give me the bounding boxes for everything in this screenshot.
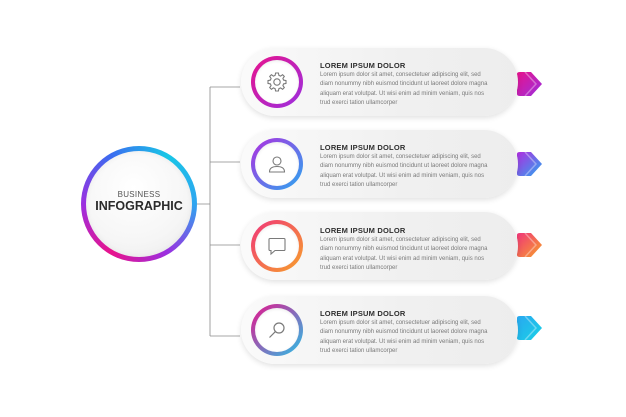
step-2-line: Lorem ipsum dolor sit amet, consectetuer… — [320, 154, 481, 160]
step-4-description: Lorem ipsum dolor sit amet, consectetuer… — [320, 319, 500, 356]
magnifier-icon — [269, 322, 285, 338]
step-3-line: Lorem ipsum dolor sit amet, consectetuer… — [320, 237, 481, 243]
step-4-icon-circle — [255, 308, 299, 352]
step-3-title: LOREM IPSUM DOLOR — [320, 226, 406, 235]
step-1-description: Lorem ipsum dolor sit amet, consectetuer… — [320, 71, 500, 108]
step-2-line: aliquam erat volutpat. Ut wisi enim ad m… — [320, 172, 485, 179]
step-1-line: Lorem ipsum dolor sit amet, consectetuer… — [320, 72, 481, 78]
hub-subtitle: BUSINESS — [117, 190, 161, 199]
step-3-line: trud exerci tation ullamcorper — [320, 264, 398, 271]
step-3-icon-circle — [255, 224, 299, 268]
step-4-line: trud exerci tation ullamcorper — [320, 347, 398, 354]
step-3-line: aliquam erat volutpat. Ut wisi enim ad m… — [320, 255, 485, 262]
step-4-line: Lorem ipsum dolor sit amet, consectetuer… — [320, 320, 481, 326]
step-3-arrow-icon — [517, 233, 542, 257]
step-2-description: Lorem ipsum dolor sit amet, consectetuer… — [320, 153, 500, 190]
step-4-arrow-icon — [517, 316, 542, 340]
user-icon — [268, 156, 286, 173]
step-3-line: diam nonummy nibh euismod tincidunt ut l… — [320, 246, 488, 253]
step-1-line: diam nonummy nibh euismod tincidunt ut l… — [320, 81, 488, 88]
step-1-line: aliquam erat volutpat. Ut wisi enim ad m… — [320, 90, 485, 97]
gear-icon — [267, 72, 287, 92]
step-1-arrow-icon — [517, 72, 542, 96]
step-2-line: diam nonummy nibh euismod tincidunt ut l… — [320, 163, 488, 170]
step-3-description: Lorem ipsum dolor sit amet, consectetuer… — [320, 236, 500, 273]
step-2-icon-circle — [255, 142, 299, 186]
step-4-line: diam nonummy nibh euismod tincidunt ut l… — [320, 329, 488, 336]
step-1-icon-circle — [255, 60, 299, 104]
step-2-line: trud exerci tation ullamcorper — [320, 181, 398, 188]
step-2-arrow-icon — [517, 152, 542, 176]
step-4-line: aliquam erat volutpat. Ut wisi enim ad m… — [320, 338, 485, 345]
hub-circle — [86, 151, 192, 257]
hub-title: INFOGRAPHIC — [95, 199, 183, 213]
step-4-title: LOREM IPSUM DOLOR — [320, 309, 406, 318]
chat-bubble-icon — [268, 237, 286, 256]
step-2-title: LOREM IPSUM DOLOR — [320, 143, 406, 152]
step-1-line: trud exerci tation ullamcorper — [320, 99, 398, 106]
step-1-title: LOREM IPSUM DOLOR — [320, 61, 406, 70]
